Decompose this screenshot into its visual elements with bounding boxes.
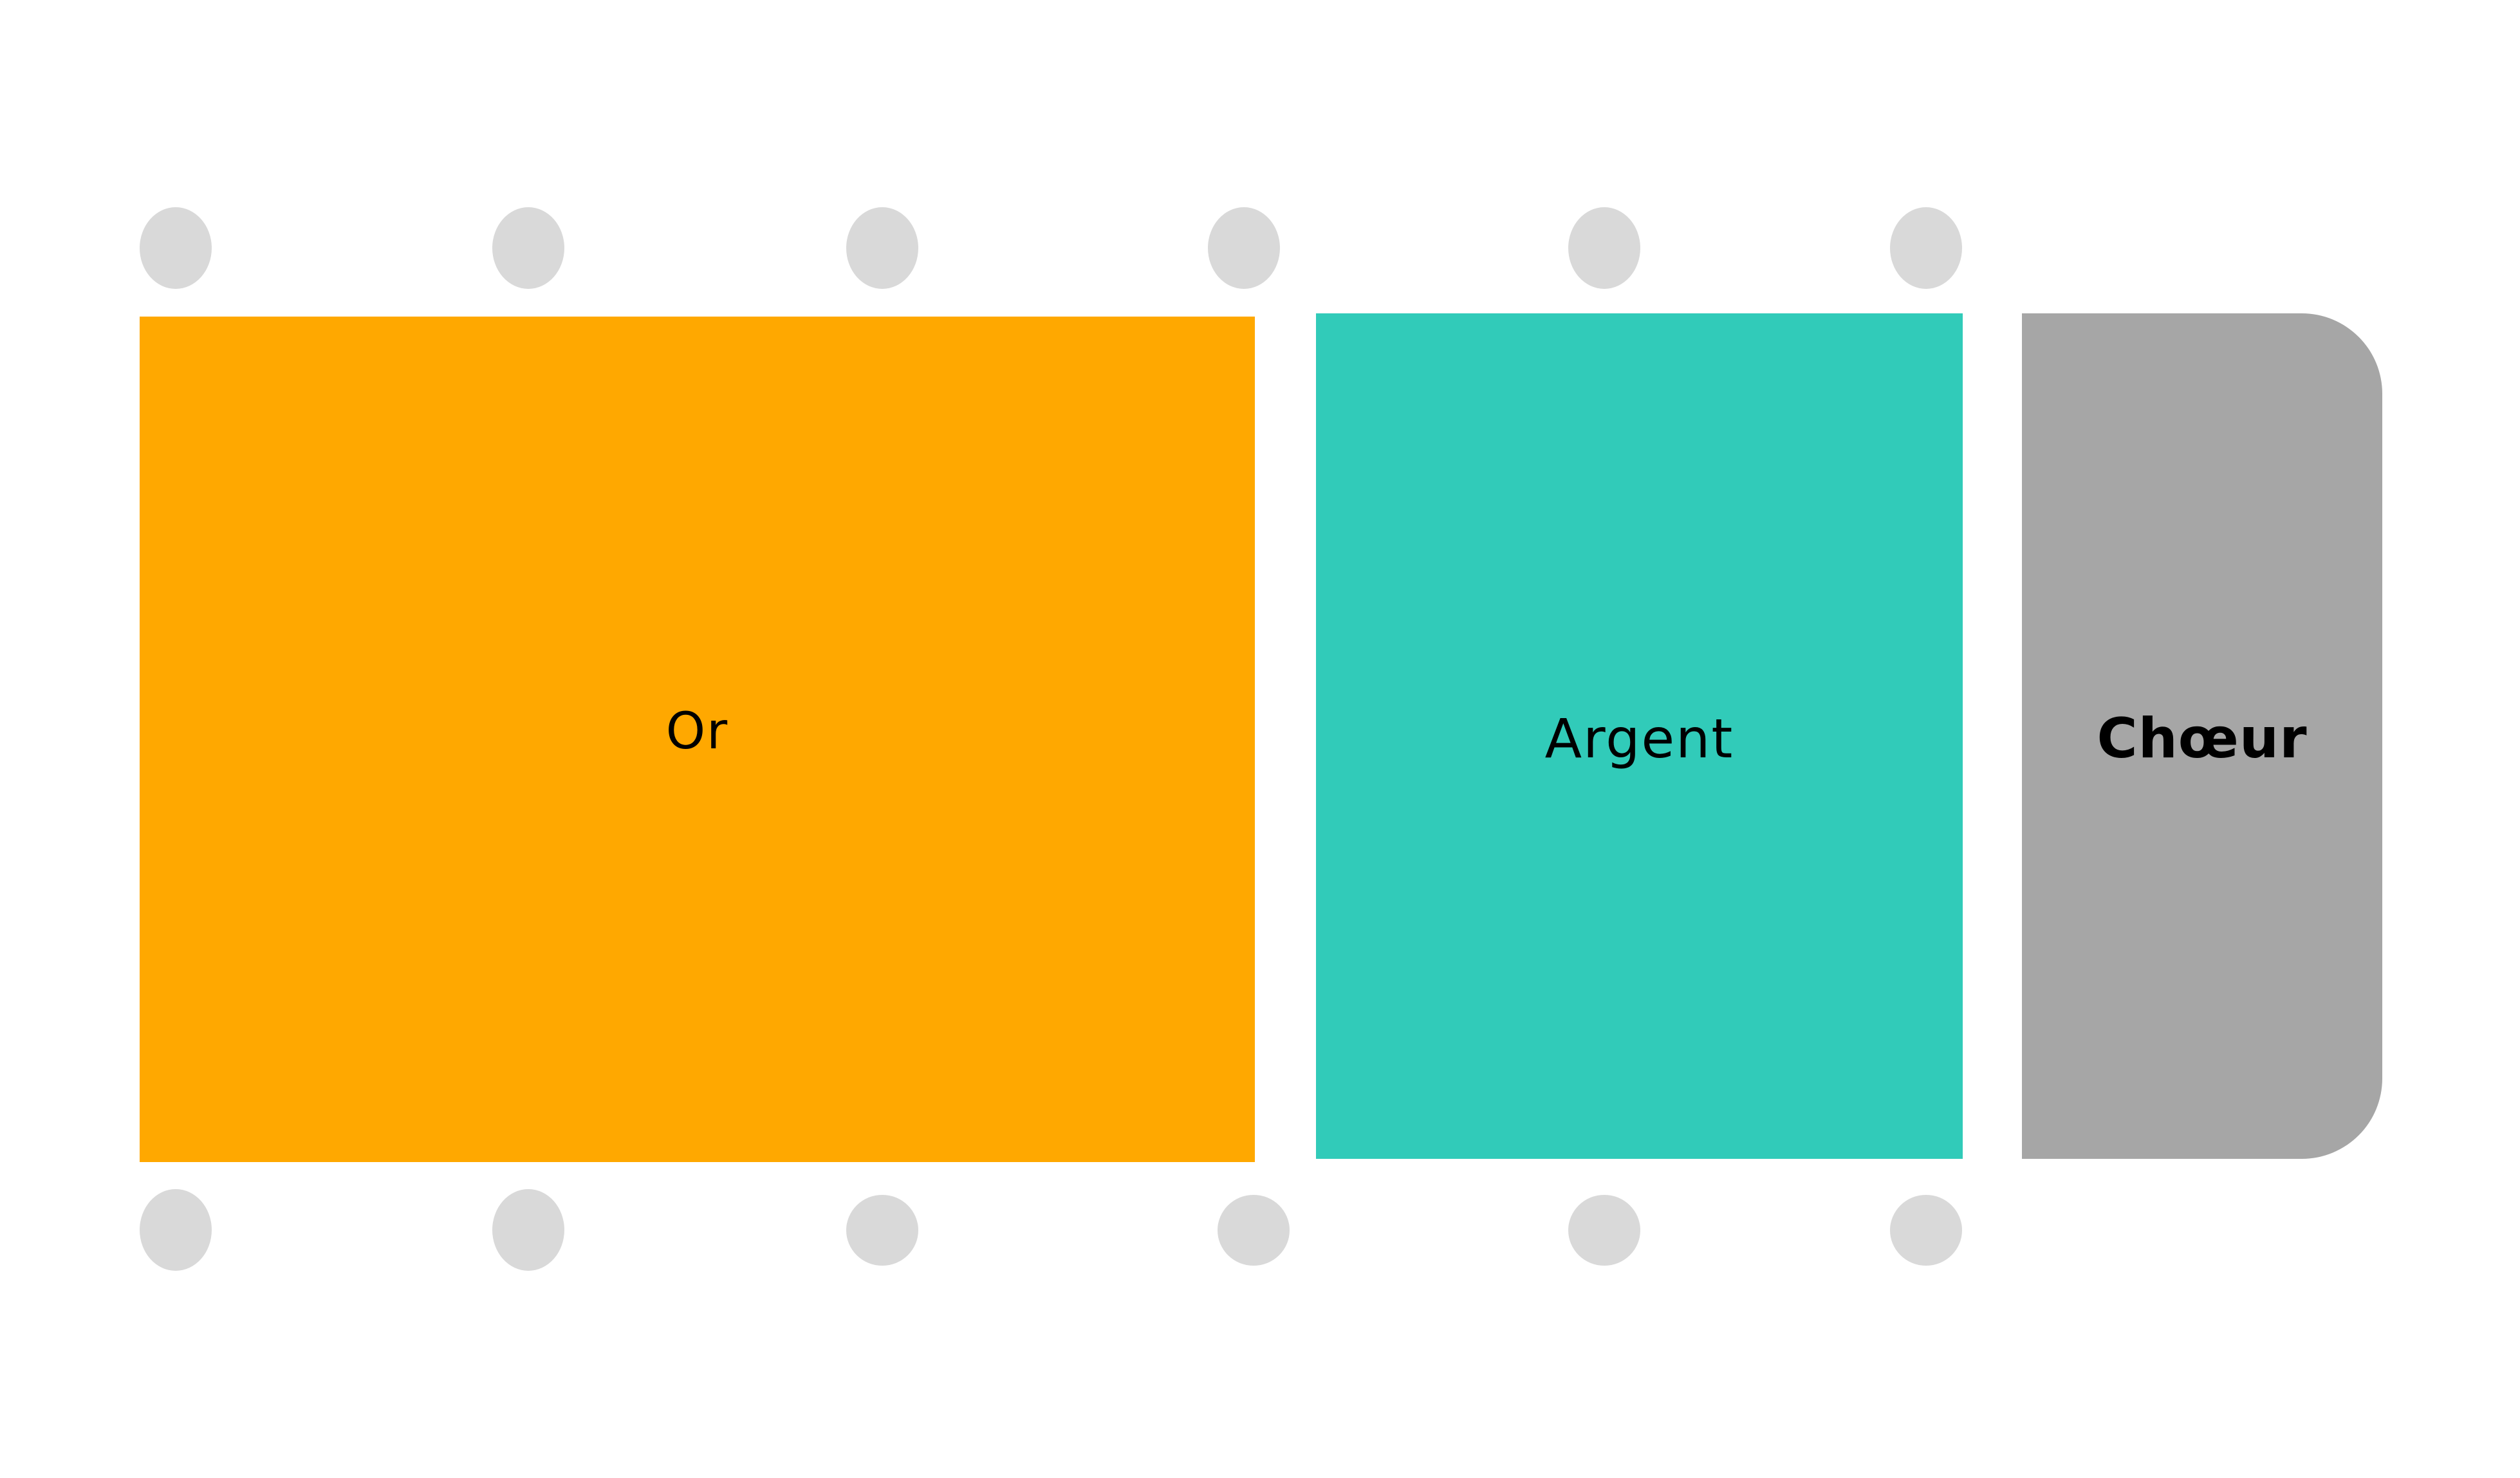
zone-or[interactable]: Or xyxy=(140,317,1255,1162)
zone-choeur[interactable]: Chœur xyxy=(2022,313,2382,1159)
seat-top-2[interactable] xyxy=(492,207,564,289)
seat-bottom-3[interactable] xyxy=(846,1195,918,1266)
zone-or-label: Or xyxy=(665,703,729,761)
seat-bottom-5[interactable] xyxy=(1568,1195,1640,1266)
seat-bottom-1[interactable] xyxy=(140,1189,212,1271)
zone-argent[interactable]: Argent xyxy=(1316,313,1963,1159)
seat-top-3[interactable] xyxy=(846,207,918,289)
seat-bottom-6[interactable] xyxy=(1890,1195,1962,1266)
seat-bottom-2[interactable] xyxy=(492,1189,564,1271)
seat-bottom-4[interactable] xyxy=(1218,1195,1290,1266)
seat-top-1[interactable] xyxy=(140,207,212,289)
zone-choeur-label: Chœur xyxy=(2097,707,2308,771)
seat-top-4[interactable] xyxy=(1208,207,1280,289)
zone-argent-label: Argent xyxy=(1544,707,1734,770)
seat-top-5[interactable] xyxy=(1568,207,1640,289)
seat-top-6[interactable] xyxy=(1890,207,1962,289)
